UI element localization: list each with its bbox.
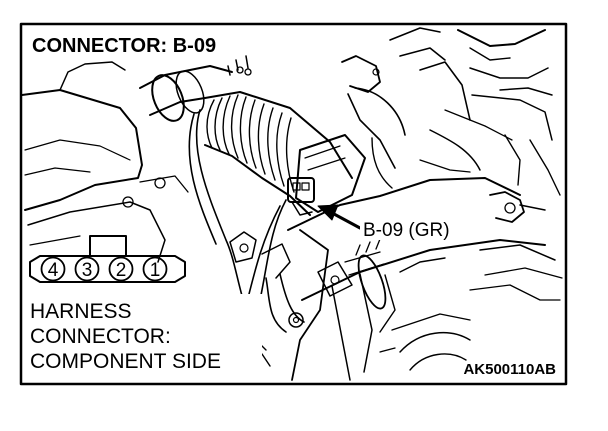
pin-label: 1 [150,260,161,281]
harness-label-line: COMPONENT SIDE [30,350,221,373]
harness-connector-icon [29,235,186,283]
pin-label: 3 [82,260,93,281]
engine-bay-illustration [21,27,563,381]
diagram-frame [19,22,568,386]
connector-callout-label: B-09 (GR) [363,220,450,241]
harness-label-line: HARNESS [30,300,132,323]
pin-label: 4 [48,260,59,281]
callout-arrow [332,212,362,230]
figure-code: AK500110AB [463,361,556,378]
pin-label: 2 [116,260,127,281]
harness-label-line: CONNECTOR: [30,325,171,348]
diagram-title: CONNECTOR: B-09 [32,35,216,57]
